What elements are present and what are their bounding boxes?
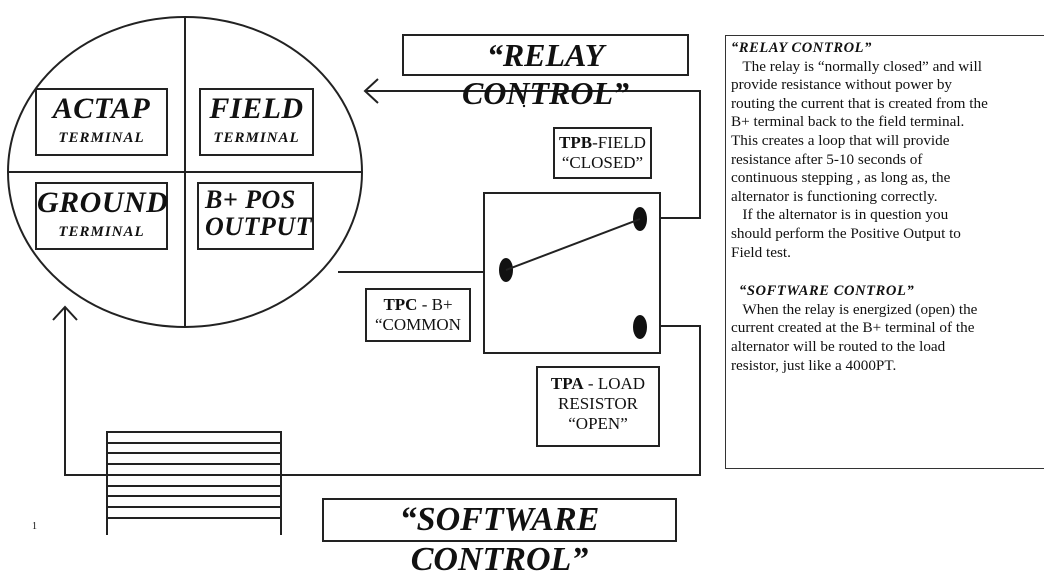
software-explanation-line: current created at the B+ terminal of th…: [731, 319, 975, 337]
arrow-into-ground: [52, 305, 78, 321]
relay-explanation-line: alternator is functioning correctly.: [731, 187, 938, 205]
relay-explanation-line: This creates a loop that will provide: [731, 131, 950, 149]
relay-switch-arm: [505, 218, 641, 271]
ground-terminal-label: GROUND TERMINAL: [35, 182, 168, 250]
tpa-state: “OPEN”: [568, 414, 628, 433]
tpb-rest: -FIELD: [592, 133, 646, 152]
load-resistor: [106, 431, 282, 535]
relay-explanation-line: Field test.: [731, 243, 791, 261]
tpc-rest: - B+: [417, 295, 453, 314]
relay-explanation-line: should perform the Positive Output to: [731, 224, 961, 242]
relay-explanation-line: continuous stepping , as long as, the: [731, 169, 951, 187]
field-subtitle: TERMINAL: [213, 129, 300, 146]
tpa-load-label: TPA - LOAD RESISTOR “OPEN”: [536, 366, 660, 447]
relay-explanation-line: If the alternator is in question you: [731, 206, 949, 224]
ground-title: GROUND: [37, 186, 169, 219]
software-control-header: “SOFTWARE CONTROL”: [322, 498, 677, 578]
relay-contact-open: [633, 315, 647, 339]
actap-title: ACTAP: [52, 92, 151, 125]
tpb-field-label: TPB-FIELD “CLOSED”: [553, 127, 652, 179]
stray-dot: [522, 104, 526, 108]
explanation-box: “RELAY CONTROL” The relay is “normally c…: [725, 35, 1044, 469]
relay-explanation-line: B+ terminal back to the field terminal.: [731, 113, 965, 131]
field-title: FIELD: [209, 92, 304, 125]
relay-explanation-line: routing the current that is created from…: [731, 94, 988, 112]
arrow-into-field: [363, 78, 379, 104]
software-explanation-line: alternator will be routed to the load: [731, 337, 946, 355]
tpb-state: “CLOSED”: [561, 153, 644, 172]
tpa-line2: RESISTOR: [558, 394, 638, 413]
tpc-common-label: TPC - B+ “COMMON: [365, 288, 471, 342]
actap-terminal-label: ACTAP TERMINAL: [35, 88, 168, 156]
tpb-code: TPB: [559, 133, 593, 152]
tpc-code: TPC: [383, 295, 418, 314]
wire-open-to-load: [64, 307, 701, 476]
ground-subtitle: TERMINAL: [58, 223, 145, 240]
relay-control-header: “RELAY CONTROL”: [402, 34, 689, 111]
actap-subtitle: TERMINAL: [58, 129, 145, 146]
tpc-state: “COMMON: [375, 315, 461, 334]
relay-explanation-heading: “RELAY CONTROL”: [731, 40, 872, 56]
relay-explanation-line: The relay is “normally closed” and will: [731, 57, 982, 75]
software-explanation-line: resistor, just like a 4000PT.: [731, 356, 897, 374]
relay-explanation-line: provide resistance without power by: [731, 76, 953, 94]
software-explanation-heading: “SOFTWARE CONTROL”: [739, 283, 915, 300]
software-explanation-line: When the relay is energized (open) the: [731, 300, 978, 318]
tpa-code: TPA: [550, 374, 584, 393]
field-terminal-label: FIELD TERMINAL: [199, 88, 314, 156]
b-plus-title-line2: OUTPUT: [205, 212, 312, 242]
page-number: 1: [32, 521, 37, 532]
b-plus-output-label: B+ POS OUTPUT: [197, 182, 314, 250]
b-plus-title-line1: B+ POS: [205, 185, 296, 214]
wiring-diagram: [7, 16, 701, 535]
tpa-rest: - LOAD: [583, 374, 646, 393]
relay-explanation-line: resistance after 5-10 seconds of: [731, 150, 923, 168]
wire-relay-to-field: [365, 90, 701, 219]
